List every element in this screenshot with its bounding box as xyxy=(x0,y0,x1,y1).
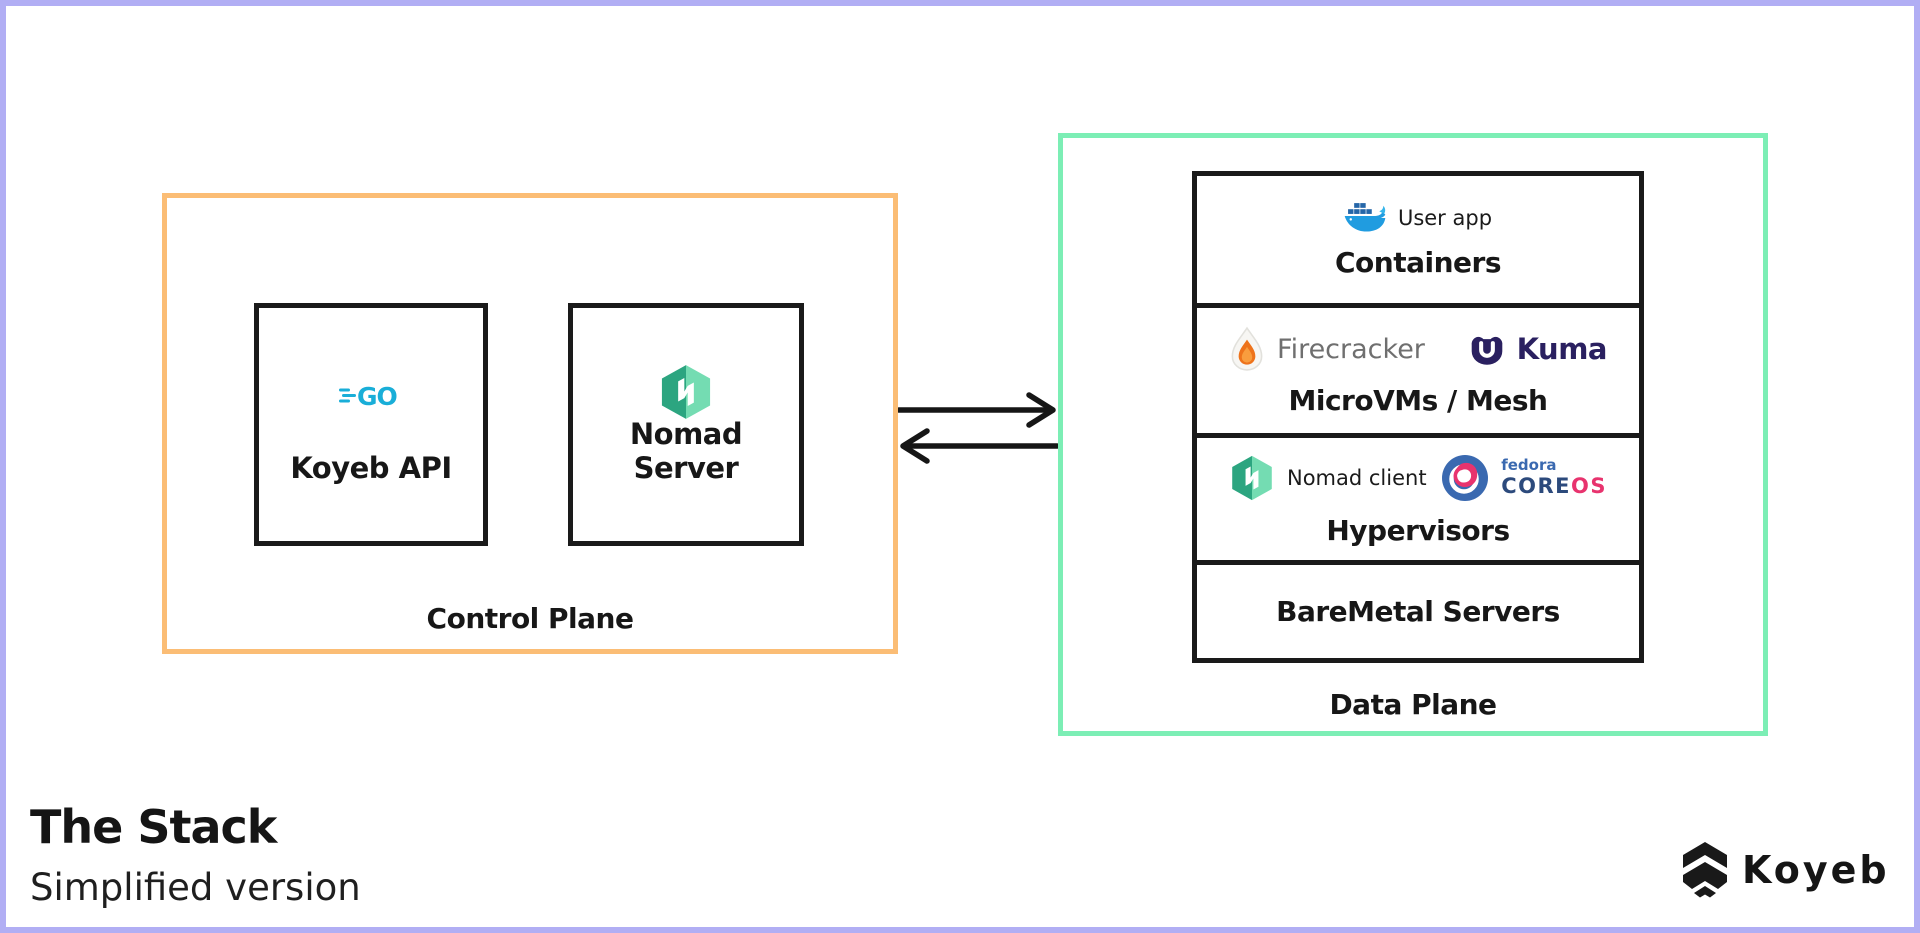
kuma-logo-group: Kuma xyxy=(1469,332,1608,366)
firecracker-logo-group: Firecracker xyxy=(1229,326,1425,372)
hypervisors-title: Hypervisors xyxy=(1326,513,1510,547)
microvms-mesh-title: MicroVMs / Mesh xyxy=(1288,384,1548,417)
fedora-coreos-wordmark: fedora COREOS xyxy=(1501,458,1607,497)
control-plane-label: Control Plane xyxy=(426,602,634,635)
baremetal-title: BareMetal Servers xyxy=(1276,594,1560,628)
layer-hypervisors: Nomad client fedora COREOS xyxy=(1197,433,1639,560)
nomad-client-icon xyxy=(1232,455,1272,500)
page-subtitle: Simplified version xyxy=(30,866,361,909)
hypervisors-logo-row: Nomad client fedora COREOS xyxy=(1197,454,1639,502)
containers-logo-row: User app xyxy=(1197,202,1639,234)
nomad-client-label: Nomad client xyxy=(1287,465,1427,490)
firecracker-label: Firecracker xyxy=(1277,333,1425,365)
user-app-label: User app xyxy=(1397,206,1493,230)
koyeb-logo-icon xyxy=(1683,842,1727,898)
docker-whale-icon xyxy=(1344,203,1386,232)
layer-baremetal: BareMetal Servers xyxy=(1197,560,1639,658)
arrow-right-head xyxy=(1026,392,1056,428)
stack-box: User app Containers Firecracker xyxy=(1192,171,1644,663)
kuma-bear-icon xyxy=(1471,336,1502,365)
koyeb-wordmark: Koyeb xyxy=(1742,848,1890,892)
data-plane-label: Data Plane xyxy=(1329,688,1497,721)
nomad-server-box: Nomad Server xyxy=(568,303,804,546)
fedora-coreos-logo-group: fedora COREOS xyxy=(1441,454,1607,502)
nomad-server-label: Nomad Server xyxy=(629,417,743,485)
koyeb-api-box: GO Koyeb API xyxy=(254,303,488,546)
firecracker-flame-icon xyxy=(1231,326,1263,371)
svg-text:GO: GO xyxy=(357,382,397,410)
fedora-coreos-icon xyxy=(1442,454,1489,501)
data-plane-box: User app Containers Firecracker xyxy=(1058,133,1768,736)
fedora-label: fedora xyxy=(1501,456,1557,474)
microvms-logo-row: Firecracker Kuma xyxy=(1197,326,1639,372)
bidirectional-arrows xyxy=(898,392,1058,464)
page-title: The Stack xyxy=(30,800,277,854)
arrow-left-head xyxy=(900,428,930,464)
nomad-client-logo-group: Nomad client xyxy=(1229,455,1427,501)
go-logo-icon: GO xyxy=(339,382,398,410)
kuma-label: Kuma xyxy=(1516,332,1608,366)
coreos-label: COREOS xyxy=(1501,474,1607,498)
nomad-logo-icon xyxy=(661,365,711,419)
layer-microvms-mesh: Firecracker Kuma MicroVMs / Mesh xyxy=(1197,303,1639,433)
control-plane-box: GO Koyeb API Nomad Server Control Plane xyxy=(162,193,898,654)
layer-containers: User app Containers xyxy=(1197,176,1639,303)
koyeb-api-label: Koyeb API xyxy=(290,451,452,485)
docker-logo-group: User app xyxy=(1344,202,1492,234)
containers-title: Containers xyxy=(1335,246,1502,279)
koyeb-brand: Koyeb xyxy=(1682,842,1890,898)
